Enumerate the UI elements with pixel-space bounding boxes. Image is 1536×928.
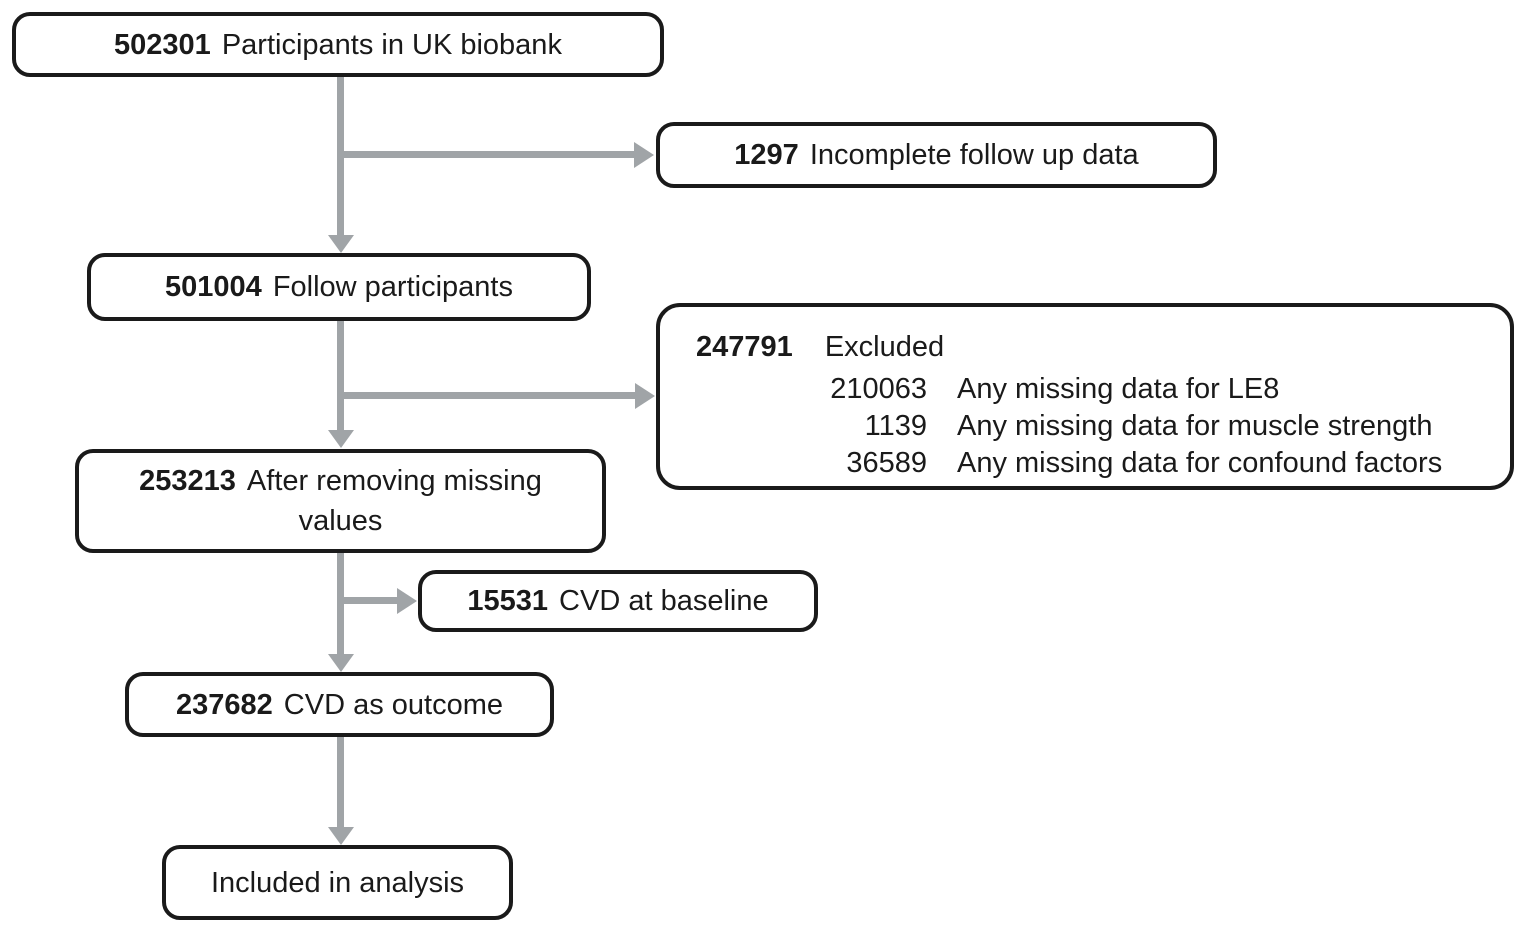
included-analysis-label: Included in analysis bbox=[210, 866, 465, 899]
excluded-item-count: 36589 bbox=[846, 447, 927, 479]
arrowhead-branch-incomplete bbox=[634, 142, 654, 168]
excluded-item-label: Any missing data for confound factors bbox=[957, 447, 1443, 479]
incomplete-followup-count: 1297 bbox=[734, 139, 799, 171]
node-included-analysis: Included in analysis bbox=[162, 845, 513, 920]
node-cvd-outcome: 237682 CVD as outcome bbox=[125, 672, 554, 737]
excluded-label: Excluded bbox=[824, 331, 945, 363]
follow-participants-count: 501004 bbox=[165, 271, 262, 303]
arrowhead-biobank-to-follow bbox=[328, 235, 354, 253]
node-incomplete-followup: 1297 Incomplete follow up data bbox=[656, 122, 1217, 188]
incomplete-followup-label: Incomplete follow up data bbox=[809, 139, 1139, 171]
excluded-item: 36589 Any missing data for confound fact… bbox=[696, 445, 1496, 482]
excluded-count: 247791 bbox=[696, 331, 793, 363]
excluded-header: 247791 Excluded bbox=[696, 327, 1496, 367]
node-follow-participants: 501004 Follow participants bbox=[87, 253, 591, 321]
arrow-branch-incomplete bbox=[338, 151, 634, 158]
arrowhead-outcome-to-included bbox=[328, 827, 354, 845]
node-excluded: 247791 Excluded 210063 Any missing data … bbox=[656, 303, 1514, 490]
arrow-branch-baseline bbox=[338, 597, 397, 604]
cvd-baseline-count: 15531 bbox=[467, 585, 549, 617]
arrowhead-branch-baseline bbox=[397, 588, 417, 614]
excluded-item: 1139 Any missing data for muscle strengt… bbox=[696, 408, 1496, 445]
after-removing-missing-label: After removing missing values bbox=[246, 465, 542, 537]
node-cvd-baseline: 15531 CVD at baseline bbox=[418, 570, 818, 632]
node-after-removing-missing: 253213 After removing missing values bbox=[75, 449, 606, 553]
excluded-item-label: Any missing data for LE8 bbox=[957, 373, 1280, 405]
cvd-outcome-count: 237682 bbox=[176, 688, 273, 721]
arrowhead-follow-to-missing bbox=[328, 430, 354, 448]
arrowhead-missing-to-outcome bbox=[328, 654, 354, 672]
after-removing-missing-count: 253213 bbox=[139, 465, 236, 497]
excluded-item-count: 1139 bbox=[864, 410, 927, 442]
cvd-outcome-label: CVD as outcome bbox=[283, 688, 503, 721]
cvd-baseline-label: CVD at baseline bbox=[559, 585, 769, 617]
excluded-item-count: 210063 bbox=[830, 373, 927, 405]
node-uk-biobank: 502301 Participants in UK biobank bbox=[12, 12, 664, 77]
arrow-branch-excluded bbox=[338, 392, 635, 399]
follow-participants-label: Follow participants bbox=[272, 271, 513, 303]
arrow-outcome-to-included bbox=[337, 737, 344, 827]
arrowhead-branch-excluded bbox=[635, 383, 655, 409]
arrow-follow-to-missing bbox=[337, 321, 344, 430]
uk-biobank-count: 502301 bbox=[114, 28, 211, 61]
excluded-item: 210063 Any missing data for LE8 bbox=[696, 371, 1496, 408]
uk-biobank-label: Participants in UK biobank bbox=[221, 28, 562, 61]
excluded-item-label: Any missing data for muscle strength bbox=[957, 410, 1433, 442]
